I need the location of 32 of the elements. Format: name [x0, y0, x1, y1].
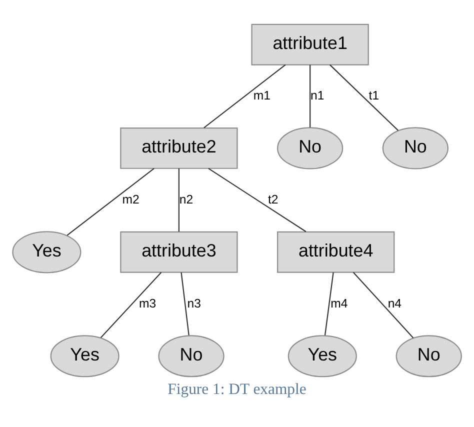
connector: [352, 272, 414, 338]
node-ellipse: No: [396, 335, 462, 378]
connector: [208, 168, 306, 232]
connector: [180, 272, 190, 336]
edge-label: m1: [253, 88, 270, 102]
edge-label: m4: [330, 296, 348, 310]
node-box: attribute1: [251, 24, 369, 66]
node-ellipse: Yes: [50, 335, 120, 378]
connector: [204, 64, 286, 128]
node-ellipse: No: [158, 335, 224, 378]
node-box: attribute4: [277, 231, 395, 273]
edge-label: t1: [368, 88, 380, 102]
connector: [66, 168, 154, 236]
node-ellipse: Yes: [288, 335, 357, 378]
connector: [330, 64, 399, 131]
node-ellipse: No: [277, 127, 344, 170]
edge-label: m2: [122, 192, 140, 206]
connector: [310, 64, 311, 128]
node-box: attribute2: [120, 127, 238, 169]
edge-label: n4: [388, 296, 402, 310]
edge-label: t2: [268, 192, 278, 206]
node-box: attribute3: [120, 231, 238, 273]
connector: [178, 168, 180, 232]
edge-label: n2: [179, 192, 194, 206]
connector: [324, 272, 334, 336]
edge-label: n3: [187, 296, 201, 310]
edge-label: n1: [310, 88, 324, 102]
caption: Figure 1: DT example: [168, 380, 306, 398]
node-ellipse: No: [382, 127, 448, 170]
edge-label: m3: [139, 296, 156, 310]
node-ellipse: Yes: [12, 231, 82, 274]
connector: [100, 272, 162, 338]
